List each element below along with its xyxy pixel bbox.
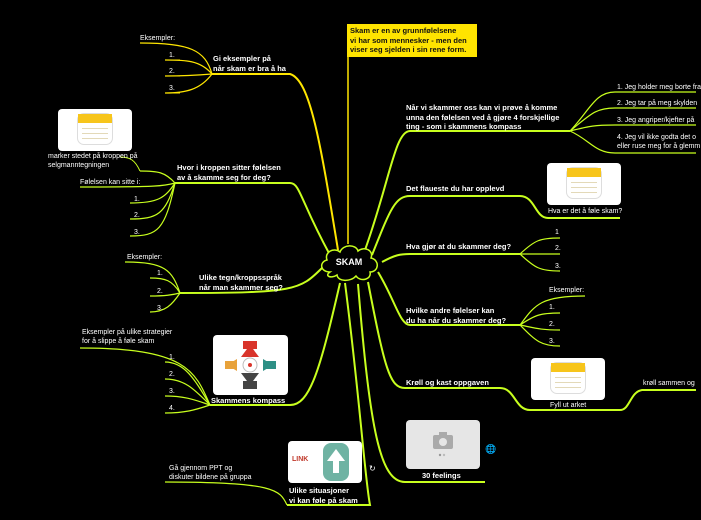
compass-sub-line-1: Eksempler på ulike strategier — [82, 329, 173, 336]
topic-other-feelings[interactable]: Hvilke andre følelser kan du ha når du s… — [406, 306, 506, 325]
notes-app-icon — [78, 114, 112, 144]
compass-item-1[interactable]: 1. — [169, 354, 175, 361]
awkward-card[interactable] — [547, 163, 621, 205]
other-feelings-item-2[interactable]: 2. — [549, 321, 555, 328]
body-drawing-note-line-2: selgmanntegningen — [48, 162, 110, 169]
topic-body-location-line-1: Hvor i kroppen sitter følelsen — [177, 163, 281, 172]
body-location-item-2[interactable]: 2. — [134, 212, 140, 219]
body-location-item-1[interactable]: 1. — [134, 196, 140, 203]
feelings30-image-placeholder[interactable] — [406, 420, 480, 469]
compass-item-3[interactable]: 3. — [169, 388, 175, 395]
situations-sub[interactable]: Gå gjennom PPT og diskuter bildene på gr… — [169, 464, 252, 482]
good-examples-item-1[interactable]: 1. — [169, 52, 175, 59]
topic-signs-line-2: når man skammer seg? — [199, 282, 283, 292]
topic-compass[interactable]: Skammens kompass — [211, 396, 286, 405]
notes-app-icon — [551, 363, 585, 393]
topic-situations[interactable]: Ulike situasjoner vi kan føle på skam — [289, 486, 358, 505]
signs-item-3[interactable]: 3. — [157, 305, 163, 312]
topic-signs[interactable]: Ulike tegn/kroppsspråk når man skammer s… — [199, 273, 283, 292]
topic-signs-line-1: Ulike tegn/kroppsspråk — [199, 273, 282, 282]
compass-item-2[interactable]: 2. — [169, 371, 175, 378]
central-topic[interactable]: SKAM — [316, 242, 382, 282]
other-feelings-sub[interactable]: Eksempler: — [549, 287, 585, 294]
four-ways-item-2[interactable]: 2. Jeg tar på meg skylden — [617, 100, 698, 107]
compass-diagram-icon — [225, 341, 276, 389]
topic-good-examples-line-1: Gi eksempler på — [213, 54, 271, 63]
crumple-card-label[interactable]: Fyll ut arket — [550, 402, 587, 409]
notes-app-icon — [567, 168, 601, 198]
intro-note-line-3: viser seg sjelden i sin rene form. — [350, 45, 467, 54]
topic-crumple[interactable]: Krøll og kast oppgaven — [406, 378, 489, 387]
signs-item-1[interactable]: 1. — [157, 270, 163, 277]
four-ways-item-3[interactable]: 3. Jeg angriper/kjefter på — [617, 117, 695, 124]
topic-situations-line-2: vi kan føle på skam — [289, 495, 358, 505]
awkward-card-label[interactable]: Hva er det å føle skam? — [548, 208, 623, 215]
intro-note-line-1: Skam er en av grunnfølelsene — [350, 26, 457, 35]
topic-four-ways-line-2: unna den følelsen ved å gjøre 4 forskjel… — [406, 112, 560, 122]
topic-situations-line-1: Ulike situasjoner — [289, 486, 350, 495]
body-drawing-note-line-1: marker stedet på kroppen på — [48, 153, 138, 160]
good-examples-item-3[interactable]: 3. — [169, 85, 175, 92]
camera-icon — [433, 432, 453, 457]
signs-sub[interactable]: Eksempler: — [127, 254, 163, 261]
good-examples-sub[interactable]: Eksempler: — [140, 35, 176, 42]
body-location-sub[interactable]: Følelsen kan sitte i: — [80, 179, 141, 186]
situations-sub-line-1: Gå gjennom PPT og — [169, 465, 233, 472]
four-ways-item-1[interactable]: 1. Jeg holder meg borte fra — [617, 84, 701, 91]
situations-logo: LINK — [292, 456, 309, 463]
central-topic-label: SKAM — [335, 257, 363, 267]
situations-image[interactable]: LINK — [288, 441, 362, 483]
body-drawing-card[interactable] — [58, 109, 132, 151]
topic-feelings30[interactable]: 30 feelings — [422, 471, 461, 480]
topic-four-ways-line-3: ting - som i skammens kompass — [406, 122, 522, 131]
four-ways-item-4[interactable]: 4. Jeg vil ikke godta det o eller ruse m… — [617, 133, 700, 151]
topic-good-examples[interactable]: Gi eksempler på når skam er bra å ha — [213, 54, 286, 73]
topic-body-location[interactable]: Hvor i kroppen sitter følelsen av å skam… — [177, 163, 281, 182]
compass-item-4[interactable]: 4. — [169, 405, 175, 412]
other-feelings-item-3[interactable]: 3. — [549, 338, 555, 345]
body-drawing-note[interactable]: marker stedet på kroppen på selgmanntegn… — [48, 152, 138, 170]
cloud-shape — [321, 245, 378, 282]
topic-good-examples-line-2: når skam er bra å ha — [213, 63, 286, 73]
compass-sub-line-2: for å slippe å føle skam — [82, 338, 155, 345]
crumple-far-label[interactable]: krøll sammen og — [643, 380, 695, 387]
intro-note[interactable]: Skam er en av grunnfølelsene vi har som … — [347, 24, 477, 57]
topic-other-feelings-line-1: Hvilke andre følelser kan — [406, 306, 495, 315]
compass-image[interactable] — [213, 335, 288, 395]
crumple-card[interactable] — [531, 358, 605, 400]
small-link-icon[interactable]: ↻ — [369, 464, 376, 473]
situations-sub-line-2: diskuter bildene på gruppa — [169, 474, 252, 481]
good-examples-item-2[interactable]: 2. — [169, 68, 175, 75]
signs-item-2[interactable]: 2. — [157, 288, 163, 295]
topic-four-ways[interactable]: Når vi skammer oss kan vi prøve å komme … — [406, 103, 559, 132]
topic-what-do[interactable]: Hva gjør at du skammer deg? — [406, 242, 512, 251]
what-do-item-1[interactable]: 1 — [555, 229, 559, 236]
what-do-item-3[interactable]: 3. — [555, 263, 561, 270]
topic-four-ways-line-1: Når vi skammer oss kan vi prøve å komme — [406, 103, 558, 112]
intro-note-line-2: vi har som mennesker - men den — [350, 35, 467, 45]
body-location-item-3[interactable]: 3. — [134, 229, 140, 236]
globe-icon[interactable]: 🌐 — [485, 444, 497, 454]
other-feelings-item-1[interactable]: 1. — [549, 304, 555, 311]
what-do-item-2[interactable]: 2. — [555, 245, 561, 252]
upload-arrow-icon — [323, 443, 349, 481]
four-ways-item-4-line-2: eller ruse meg for å glemm — [617, 143, 701, 150]
topic-awkward[interactable]: Det flaueste du har opplevd — [406, 184, 505, 193]
compass-sub[interactable]: Eksempler på ulike strategier for å slip… — [82, 328, 172, 346]
topic-body-location-line-2: av å skamme seg for deg? — [177, 172, 271, 182]
four-ways-item-4-line-1: 4. Jeg vil ikke godta det o — [617, 134, 696, 141]
topic-other-feelings-line-2: du ha når du skammer deg? — [406, 315, 507, 325]
